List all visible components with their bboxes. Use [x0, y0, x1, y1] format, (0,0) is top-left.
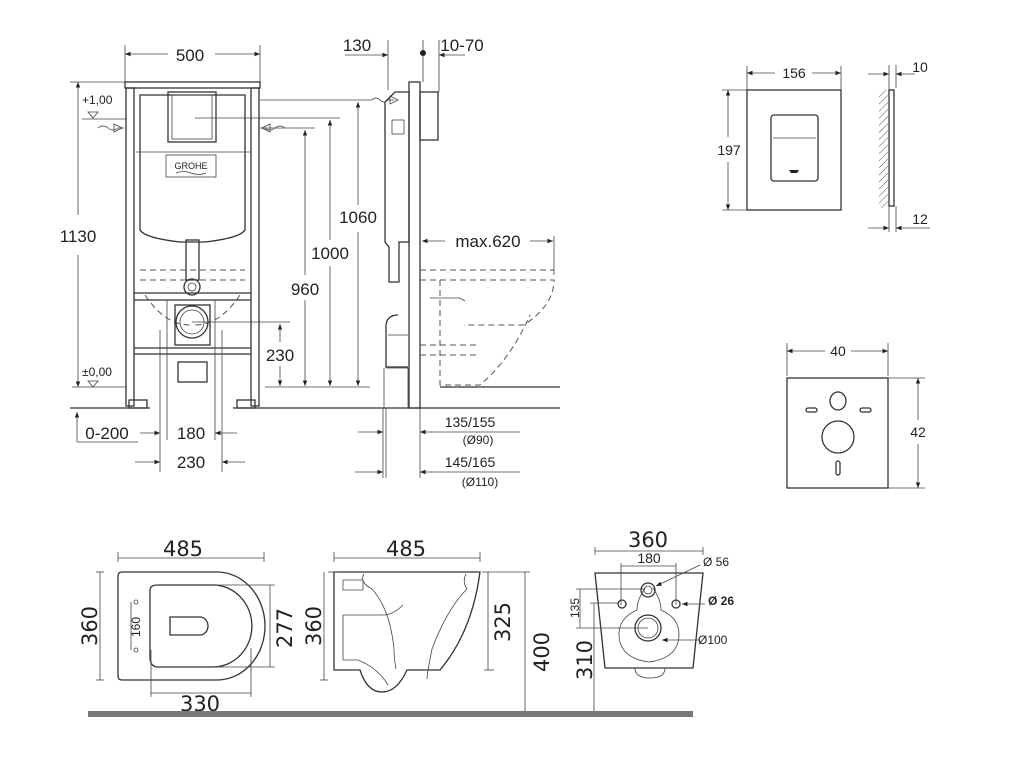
dim-230-height: 230 [266, 346, 294, 365]
dim-310: 310 [573, 640, 597, 680]
floor-line [88, 711, 693, 717]
dim-dia-100: Ø100 [698, 633, 728, 647]
bowl-back-view: 360 180 Ø 56 Ø 26 Ø100 135 310 [568, 528, 734, 712]
dim-10-70: 10-70 [440, 36, 483, 55]
dim-360-top: 360 [78, 606, 102, 646]
frame-front-view: 500 GROHE +1,00 ±0,00 1130 [60, 45, 560, 472]
dim-dia-90: (Ø90) [463, 433, 494, 447]
dim-180-back: 180 [637, 550, 661, 566]
dim-197: 197 [717, 142, 741, 158]
dim-230-width: 230 [177, 453, 205, 472]
dim-dia-26: Ø 26 [708, 594, 734, 608]
dim-400: 400 [530, 632, 554, 672]
dim-325: 325 [491, 602, 515, 642]
bowl-top-view: 485 160 360 277 330 [78, 537, 297, 716]
dim-156: 156 [782, 65, 806, 81]
dim-12: 12 [912, 211, 928, 227]
dim-130: 130 [343, 36, 371, 55]
dim-1130: 1130 [60, 227, 97, 246]
dim-dia-56: Ø 56 [703, 555, 729, 569]
flush-plate-drawing: 156 197 10 12 [717, 59, 930, 232]
grohe-logo: GROHE [174, 161, 207, 171]
dim-42: 42 [910, 424, 926, 440]
dim-180: 180 [177, 424, 205, 443]
dim-485-side: 485 [386, 537, 426, 561]
dim-40: 40 [830, 343, 846, 359]
frame-side-view: 130 10-70 max.620 135/155 (Ø90) 145/165 … [343, 36, 560, 489]
dim-1060: 1060 [339, 208, 377, 227]
dim-135-back: 135 [568, 598, 582, 618]
dim-360-side: 360 [302, 606, 326, 646]
dim-145-165: 145/165 [445, 454, 496, 470]
dim-0-200: 0-200 [85, 424, 128, 443]
dim-dia-110: (Ø110) [462, 475, 498, 489]
dim-1000: 1000 [311, 244, 349, 263]
bowl-side-view: 485 360 325 400 [302, 537, 554, 712]
dim-10: 10 [912, 59, 928, 75]
dim-max-620: max.620 [455, 232, 520, 251]
sound-insulation-mat: 40 42 [786, 343, 926, 489]
dim-485-top: 485 [163, 537, 203, 561]
level-zero: ±0,00 [82, 365, 112, 379]
dim-960: 960 [291, 280, 319, 299]
dim-135-155: 135/155 [445, 414, 496, 430]
dim-160: 160 [129, 617, 143, 637]
dim-277: 277 [273, 608, 297, 648]
dim-360-back: 360 [628, 528, 668, 552]
dim-500: 500 [176, 46, 204, 65]
level-plus-one: +1,00 [82, 93, 113, 107]
